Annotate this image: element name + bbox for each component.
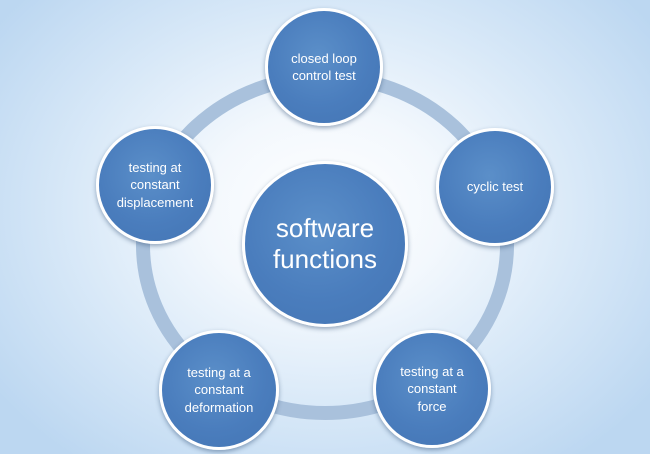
node-label: cyclic test: [466, 179, 524, 195]
node-label: testing at a constant force: [400, 364, 464, 414]
center-node-label: software functions: [272, 212, 378, 274]
node-testing-at-a-constant-deformation: testing at a constant deformation: [159, 330, 279, 450]
node-closed-loop-control-test: closed loop control test: [265, 8, 383, 126]
node-testing-at-constant-displacement: testing at constant displacement: [96, 126, 214, 244]
node-label: closed loop control test: [291, 50, 357, 83]
center-node-software-functions: software functions: [242, 161, 408, 327]
node-label: testing at constant displacement: [116, 160, 194, 210]
node-testing-at-a-constant-force: testing at a constant force: [373, 330, 491, 448]
node-label: testing at a constant deformation: [184, 365, 254, 415]
node-cyclic-test: cyclic test: [436, 128, 554, 246]
